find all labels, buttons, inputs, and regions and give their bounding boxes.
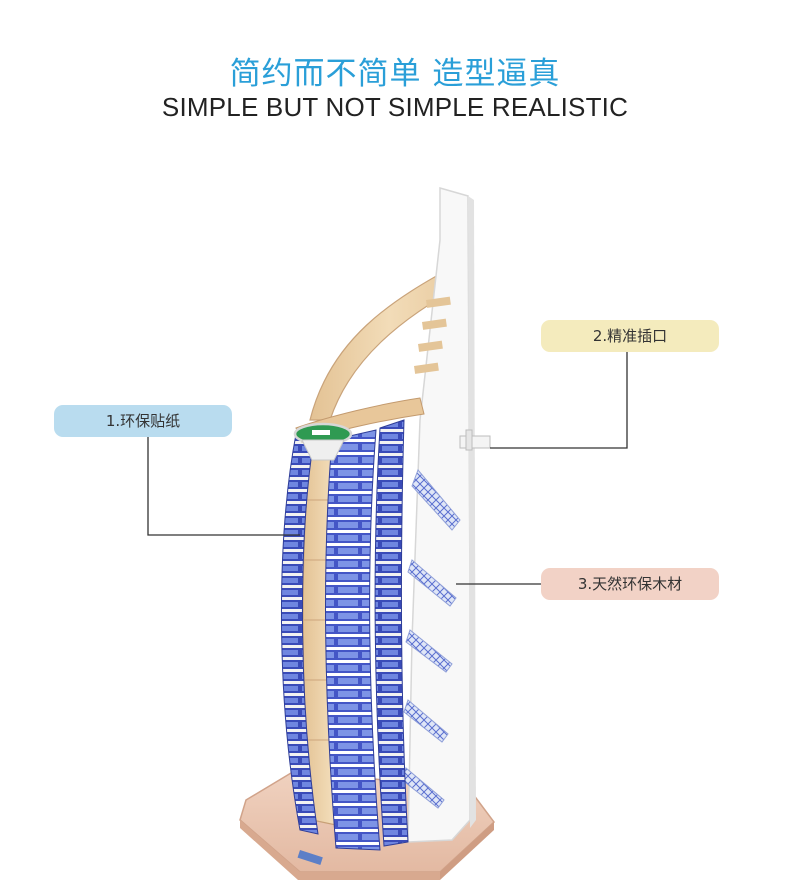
white-mast-frame bbox=[401, 187, 491, 843]
headline-chinese: 简约而不简单 造型逼真 bbox=[229, 56, 561, 92]
roof-and-helipad bbox=[293, 397, 425, 461]
headline-english: SIMPLE BUT NOT SIMPLE REALISTIC bbox=[161, 92, 629, 122]
callout-eco-stickers: 1.环保贴纸 bbox=[54, 405, 232, 437]
callout-precise-socket: 2.精准插口 bbox=[541, 320, 719, 352]
callout-natural-wood: 3.天然环保木材 bbox=[541, 568, 719, 600]
blue-glass-facade bbox=[280, 419, 409, 851]
